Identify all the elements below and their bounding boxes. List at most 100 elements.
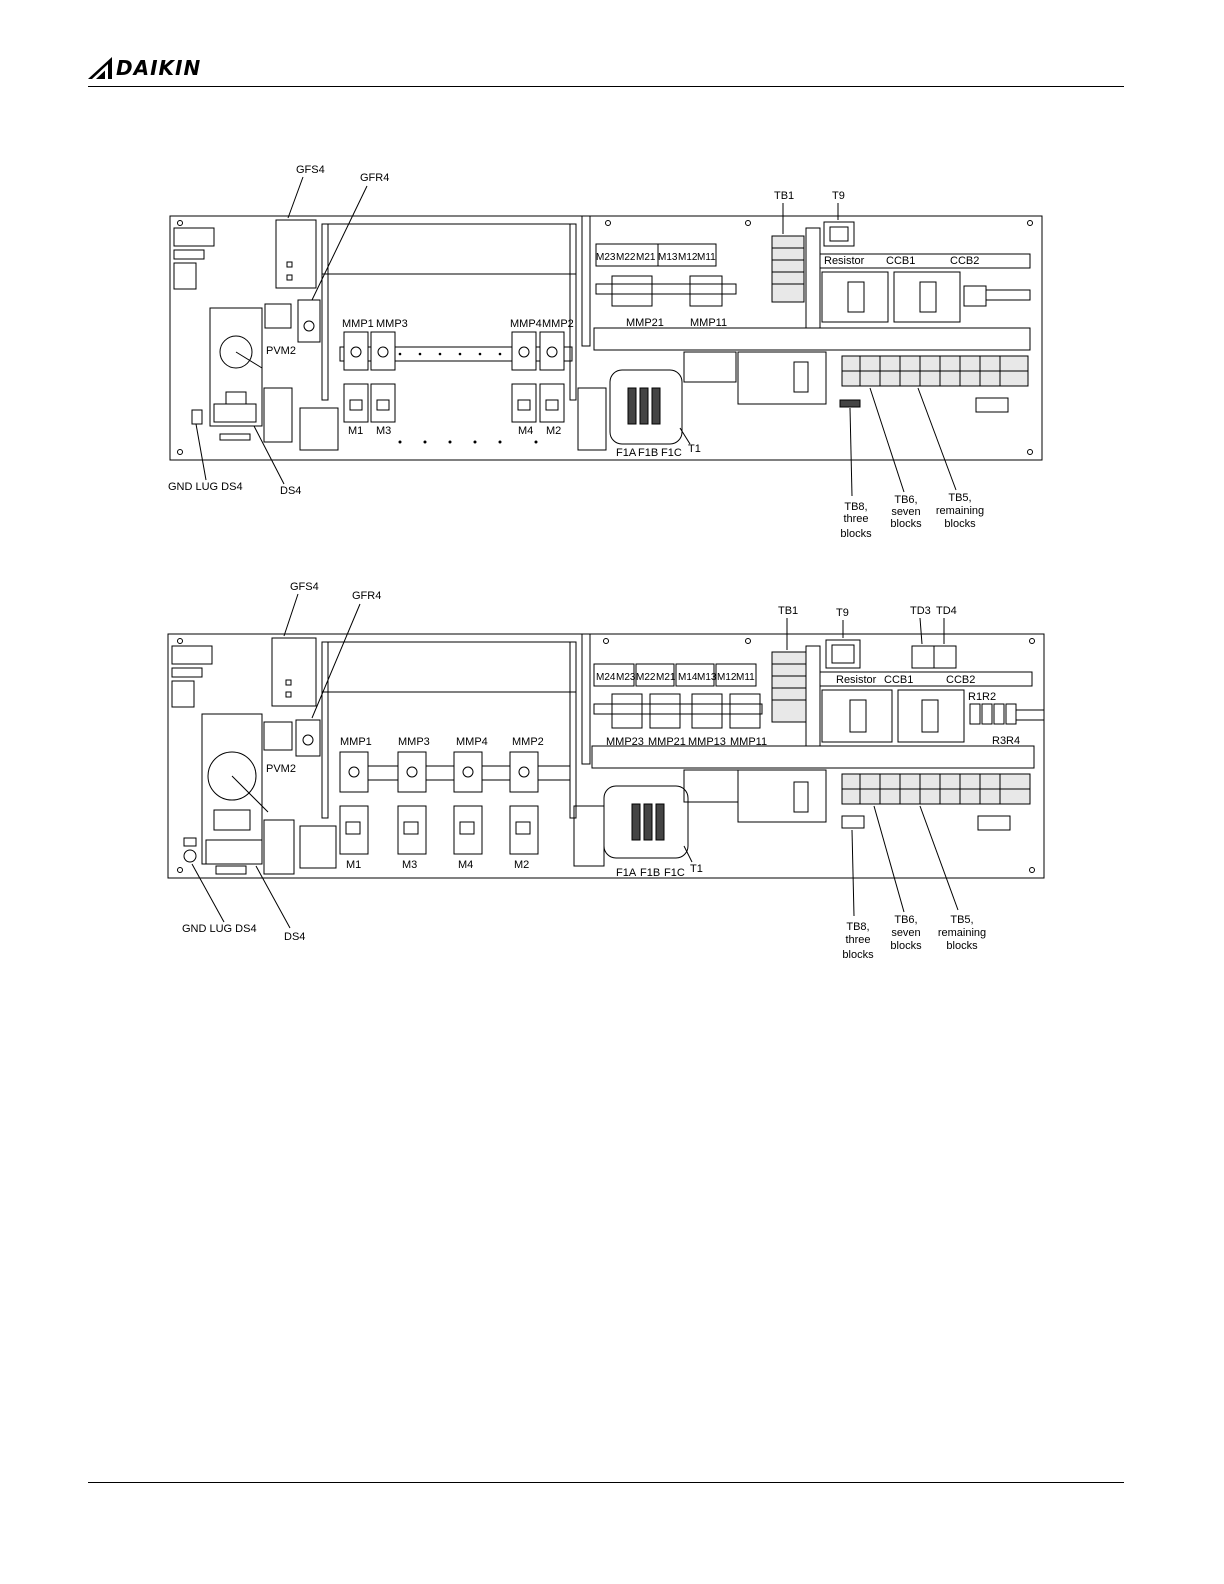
label-ccb2: CCB2 bbox=[946, 674, 975, 686]
din-rail-left bbox=[339, 346, 573, 362]
label-m14: M14 bbox=[678, 672, 698, 683]
gfs4-component bbox=[275, 219, 317, 289]
label-r3r4: R3R4 bbox=[992, 735, 1020, 747]
label-f1a: F1A bbox=[616, 447, 637, 459]
label-r1r2: R1R2 bbox=[968, 691, 996, 703]
footer-rule bbox=[88, 1482, 1124, 1483]
pvm2-component bbox=[264, 303, 292, 329]
label-resistor: Resistor bbox=[824, 255, 865, 267]
label-ds4: DS4 bbox=[280, 485, 301, 497]
label-t1: T1 bbox=[690, 863, 703, 875]
label-mmp21: MMP21 bbox=[626, 317, 664, 329]
label-gfs4: GFS4 bbox=[290, 581, 319, 593]
gnd-lug bbox=[191, 409, 203, 425]
page-header: DAIKIN bbox=[88, 50, 1124, 87]
label-m3: M3 bbox=[376, 425, 391, 437]
label-m21: M21 bbox=[636, 252, 656, 263]
label-pvm2: PVM2 bbox=[266, 763, 296, 775]
label-tb8-line2: three bbox=[845, 934, 870, 946]
label-td3: TD3 bbox=[910, 605, 931, 617]
label-tb1: TB1 bbox=[778, 605, 798, 617]
t9-transformer bbox=[825, 639, 861, 669]
gnd-lug bbox=[183, 849, 197, 863]
mounting-holes bbox=[177, 638, 1035, 873]
label-m4: M4 bbox=[458, 859, 473, 871]
label-td4: TD4 bbox=[936, 605, 957, 617]
tb8-terminal-block bbox=[839, 399, 861, 408]
label-tb6-line3: blocks bbox=[890, 940, 922, 952]
tb1-terminal-block bbox=[771, 651, 807, 723]
td3-timer bbox=[911, 645, 935, 669]
label-tb6-line1: TB6, bbox=[894, 494, 917, 506]
label-ccb1: CCB1 bbox=[886, 255, 915, 267]
label-f1a: F1A bbox=[616, 867, 637, 879]
label-gnd-lug: GND LUG DS4 bbox=[182, 923, 257, 935]
label-tb5-line2: remaining bbox=[936, 505, 984, 517]
label-mmp3: MMP3 bbox=[398, 736, 430, 748]
label-tb5-line1: TB5, bbox=[948, 492, 971, 504]
wire-duct bbox=[321, 641, 577, 693]
label-m12: M12 bbox=[717, 672, 737, 683]
label-m11: M11 bbox=[697, 252, 716, 263]
label-mmp4: MMP4 bbox=[456, 736, 488, 748]
label-gnd-lug: GND LUG DS4 bbox=[168, 481, 243, 493]
label-mmp1: MMP1 bbox=[340, 736, 372, 748]
label-f1c: F1C bbox=[664, 867, 685, 879]
label-m4: M4 bbox=[518, 425, 533, 437]
label-tb6-line2: seven bbox=[891, 506, 920, 518]
gfs4-component bbox=[271, 637, 317, 707]
label-f1b: F1B bbox=[638, 447, 658, 459]
t9-transformer bbox=[823, 221, 855, 247]
motor-contactors bbox=[339, 805, 539, 855]
tb1-terminal-block bbox=[771, 235, 805, 303]
label-m22: M22 bbox=[616, 252, 636, 263]
label-ccb2: CCB2 bbox=[950, 255, 979, 267]
label-tb8-line1: TB8, bbox=[844, 501, 867, 513]
wire-duct bbox=[321, 223, 577, 275]
brand-name: DAIKIN bbox=[116, 56, 202, 80]
wire-duct-right bbox=[591, 745, 1035, 769]
label-ccb1: CCB1 bbox=[884, 674, 913, 686]
label-tb5-line3: blocks bbox=[944, 518, 976, 530]
component-labels: GFS4 GFR4 TB1 T9 Resistor CCB1 CCB2 PVM2… bbox=[168, 164, 984, 540]
label-gfr4: GFR4 bbox=[360, 172, 389, 184]
label-t9: T9 bbox=[836, 607, 849, 619]
label-m13: M13 bbox=[697, 672, 717, 683]
ccb2-breaker bbox=[897, 689, 965, 743]
label-t1: T1 bbox=[688, 443, 701, 455]
mmp-starters bbox=[343, 331, 565, 371]
label-m1: M1 bbox=[348, 425, 363, 437]
ds4-disconnect bbox=[209, 307, 263, 427]
aux-contactors bbox=[593, 663, 763, 729]
label-tb5-line3: blocks bbox=[946, 940, 978, 952]
label-mmp2: MMP2 bbox=[542, 318, 574, 330]
label-m21: M21 bbox=[656, 672, 676, 683]
label-tb5-line2: remaining bbox=[938, 927, 986, 939]
label-gfr4: GFR4 bbox=[352, 590, 381, 602]
label-m3: M3 bbox=[402, 859, 417, 871]
label-t9: T9 bbox=[832, 190, 845, 202]
label-m13: M13 bbox=[658, 252, 678, 263]
label-tb1: TB1 bbox=[774, 190, 794, 202]
panel-layout-diagram-2: GFS4 GFR4 TB1 T9 TD3 TD4 Resistor CCB1 C… bbox=[167, 581, 1045, 961]
label-mmp23: MMP23 bbox=[606, 736, 644, 748]
label-f1c: F1C bbox=[661, 447, 682, 459]
pvm2-component bbox=[263, 721, 293, 751]
label-tb6-line1: TB6, bbox=[894, 914, 917, 926]
label-m22: M22 bbox=[636, 672, 656, 683]
ccb1-breaker bbox=[821, 689, 893, 743]
mounting-holes bbox=[177, 220, 1033, 455]
wire-duct-right bbox=[593, 327, 1031, 351]
label-m2: M2 bbox=[546, 425, 561, 437]
label-mmp11: MMP11 bbox=[690, 317, 727, 329]
gfr4-component bbox=[295, 719, 321, 757]
label-gfs4: GFS4 bbox=[296, 164, 325, 176]
label-m23: M23 bbox=[616, 672, 636, 683]
label-mmp3: MMP3 bbox=[376, 318, 408, 330]
component-labels: GFS4 GFR4 TB1 T9 TD3 TD4 Resistor CCB1 C… bbox=[182, 581, 1020, 961]
daikin-delta-icon bbox=[88, 57, 112, 79]
label-tb6-line2: seven bbox=[891, 927, 920, 939]
label-mmp4: MMP4 bbox=[510, 318, 542, 330]
motor-contactors bbox=[343, 383, 565, 423]
label-m12: M12 bbox=[678, 252, 698, 263]
